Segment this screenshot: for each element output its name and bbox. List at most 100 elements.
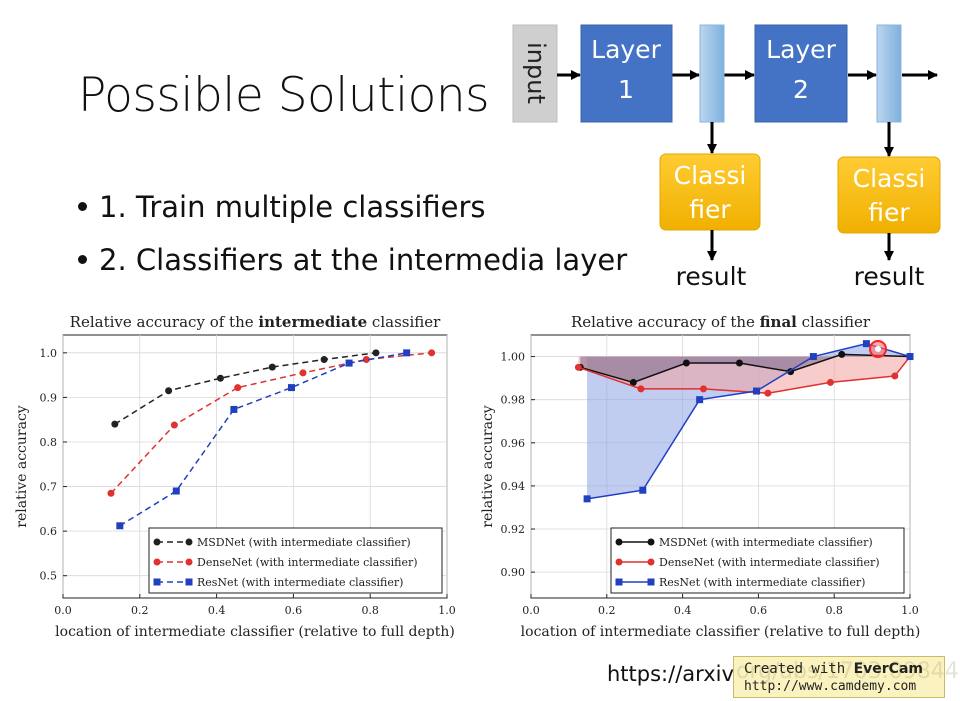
legend-marker	[615, 578, 623, 586]
data-point-marker	[906, 353, 914, 361]
layer-1-number: 1	[618, 75, 634, 104]
watermark-line-1: Created with EverCam	[744, 661, 923, 677]
data-point-marker	[268, 363, 276, 371]
data-point-marker	[287, 384, 295, 392]
watermark-brand: EverCam	[853, 661, 923, 677]
legend-label: ResNet (with intermediate classifier)	[659, 576, 865, 589]
bullet-dot-icon	[78, 201, 87, 211]
architecture-diagram: input Layer 1 Layer 2 Classi fier Classi…	[512, 24, 941, 291]
bullet-item: 2. Classifiers at the intermedia layer	[78, 243, 627, 277]
y-tick-label: 0.92	[501, 523, 526, 536]
data-point-marker	[216, 374, 224, 382]
x-tick-label: 1.0	[901, 604, 919, 617]
x-axis-label: location of intermediate classifier (rel…	[55, 624, 455, 640]
layer-2-number: 2	[793, 75, 809, 104]
data-point-marker	[116, 522, 124, 530]
y-tick-label: 0.7	[40, 481, 58, 494]
classifier-2-label: fier	[868, 198, 910, 227]
data-point-marker	[862, 340, 870, 348]
data-point-marker	[320, 356, 328, 364]
legend-box	[148, 527, 443, 594]
input-box	[512, 24, 558, 123]
data-point-marker	[234, 384, 242, 392]
result-label: result	[854, 262, 925, 291]
legend-marker	[185, 558, 193, 566]
legend-label: DenseNet (with intermediate classifier)	[659, 556, 880, 569]
legend-label: ResNet (with intermediate classifier)	[197, 576, 403, 589]
x-tick-label: 0.6	[750, 604, 768, 617]
series-line	[114, 352, 377, 425]
data-point-marker	[891, 372, 899, 380]
connector-block	[699, 24, 725, 123]
y-tick-label: 0.8	[40, 436, 58, 449]
y-tick-label: 0.96	[501, 437, 526, 450]
series-fill-area	[580, 354, 910, 383]
legend-marker	[153, 578, 161, 586]
data-point-marker	[107, 489, 115, 497]
data-point-marker	[764, 389, 772, 397]
x-tick-label: 0.0	[54, 604, 72, 617]
data-point-marker	[629, 378, 637, 386]
pointer-highlight-center	[875, 346, 881, 352]
legend-marker	[647, 578, 655, 586]
y-axis-label: relative accuracy	[14, 405, 30, 527]
x-tick-label: 0.6	[285, 604, 303, 617]
paper-url[interactable]: https://arxiv.	[607, 662, 739, 686]
y-tick-label: 0.98	[501, 394, 526, 407]
x-tick-label: 1.0	[438, 604, 456, 617]
connector-block	[876, 24, 902, 123]
y-tick-label: 0.90	[501, 566, 526, 579]
legend-marker	[153, 538, 161, 546]
layer-2-box	[754, 24, 848, 123]
data-point-marker	[583, 495, 591, 503]
legend-label: DenseNet (with intermediate classifier)	[197, 556, 418, 569]
input-label: input	[522, 42, 550, 104]
classifier-2-label: Classi	[853, 164, 926, 193]
bullet-text: 1. Train multiple classifiers	[99, 190, 486, 224]
chart-title: Relative accuracy of the final classifie…	[571, 313, 871, 331]
layer-2-label: Layer	[766, 35, 836, 64]
x-tick-label: 0.0	[522, 604, 540, 617]
data-point-marker	[809, 353, 817, 361]
data-point-marker	[299, 369, 307, 377]
y-tick-label: 1.00	[501, 351, 526, 364]
y-tick-label: 0.6	[40, 525, 58, 538]
data-point-marker	[345, 359, 353, 367]
watermark-line-2: http://www.camdemy.com	[744, 679, 917, 694]
classifier-1-label: Classi	[674, 161, 747, 190]
data-point-marker	[111, 420, 119, 428]
data-point-marker	[230, 405, 238, 413]
classifier-1-box	[659, 153, 761, 231]
x-tick-label: 0.4	[674, 604, 692, 617]
slide-title: Possible Solutions	[78, 68, 490, 123]
legend-marker	[615, 538, 623, 546]
data-point-marker	[165, 387, 173, 395]
data-point-marker	[826, 378, 834, 386]
legend-label: MSDNet (with intermediate classifier)	[659, 536, 873, 549]
data-point-marker	[574, 363, 582, 371]
classifier-1-label: fier	[689, 195, 731, 224]
legend-marker	[153, 558, 161, 566]
bullet-text: 2. Classifiers at the intermedia layer	[99, 243, 628, 277]
series-line	[119, 352, 407, 527]
legend-marker	[647, 558, 655, 566]
data-point-marker	[682, 359, 690, 367]
data-point-marker	[838, 350, 846, 358]
legend-marker	[615, 558, 623, 566]
legend-box	[610, 527, 905, 594]
data-point-marker	[403, 349, 411, 357]
data-point-marker	[639, 486, 647, 494]
data-point-marker	[362, 356, 370, 364]
y-axis-label: relative accuracy	[480, 405, 496, 527]
data-point-marker	[696, 396, 704, 404]
data-point-marker	[172, 487, 180, 495]
x-tick-label: 0.4	[208, 604, 226, 617]
url-overlay-text: org/abs/1703.09844	[736, 659, 959, 684]
layer-1-label: Layer	[591, 35, 661, 64]
series-line	[110, 352, 432, 494]
data-point-marker	[170, 421, 178, 429]
data-point-marker	[735, 359, 743, 367]
